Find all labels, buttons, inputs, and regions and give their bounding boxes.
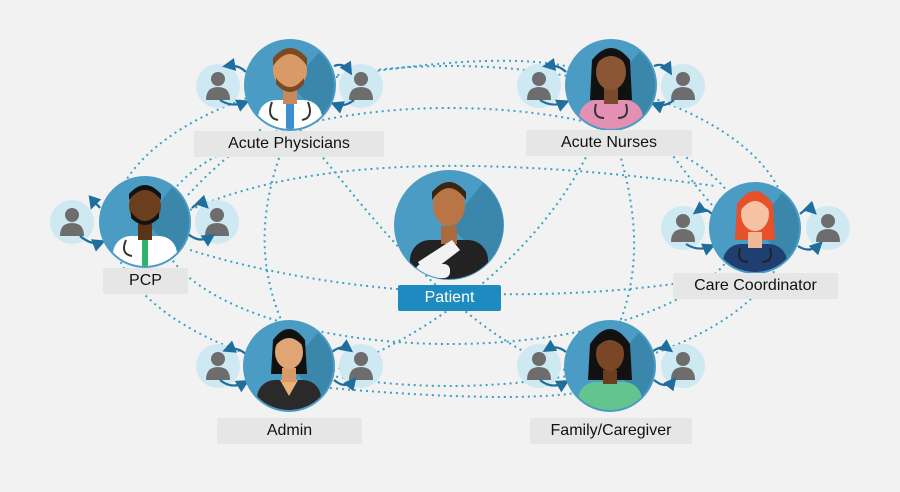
person-silhouette-icon: [661, 64, 705, 108]
person-silhouette-icon: [517, 64, 561, 108]
person-silhouette-icon: [339, 64, 383, 108]
family-caregiver-avatar: [564, 320, 656, 412]
person-silhouette-icon: [661, 344, 705, 388]
person-silhouette-icon: [196, 64, 240, 108]
acute-nurses-avatar: [565, 39, 657, 131]
acute-physicians-label: Acute Physicians: [194, 131, 384, 157]
pcp-label: PCP: [103, 268, 188, 294]
person-silhouette-icon: [806, 206, 850, 250]
patient-label: Patient: [398, 285, 501, 311]
acute-physicians-avatar: [244, 39, 336, 131]
admin-label: Admin: [217, 418, 362, 444]
family-caregiver-label: Family/Caregiver: [530, 418, 692, 444]
admin-avatar: [243, 320, 335, 412]
person-silhouette-icon: [50, 200, 94, 244]
acute-nurses-label: Acute Nurses: [526, 130, 692, 156]
care-coordinator-label: Care Coordinator: [673, 273, 838, 299]
person-silhouette-icon: [339, 344, 383, 388]
person-silhouette-icon: [517, 344, 561, 388]
patient-avatar: [394, 170, 504, 280]
pcp-avatar: [99, 176, 191, 268]
care-coordinator-avatar: [709, 182, 801, 274]
person-silhouette-icon: [195, 200, 239, 244]
person-silhouette-icon: [196, 344, 240, 388]
person-silhouette-icon: [661, 206, 705, 250]
flow-arrows: [79, 57, 823, 393]
